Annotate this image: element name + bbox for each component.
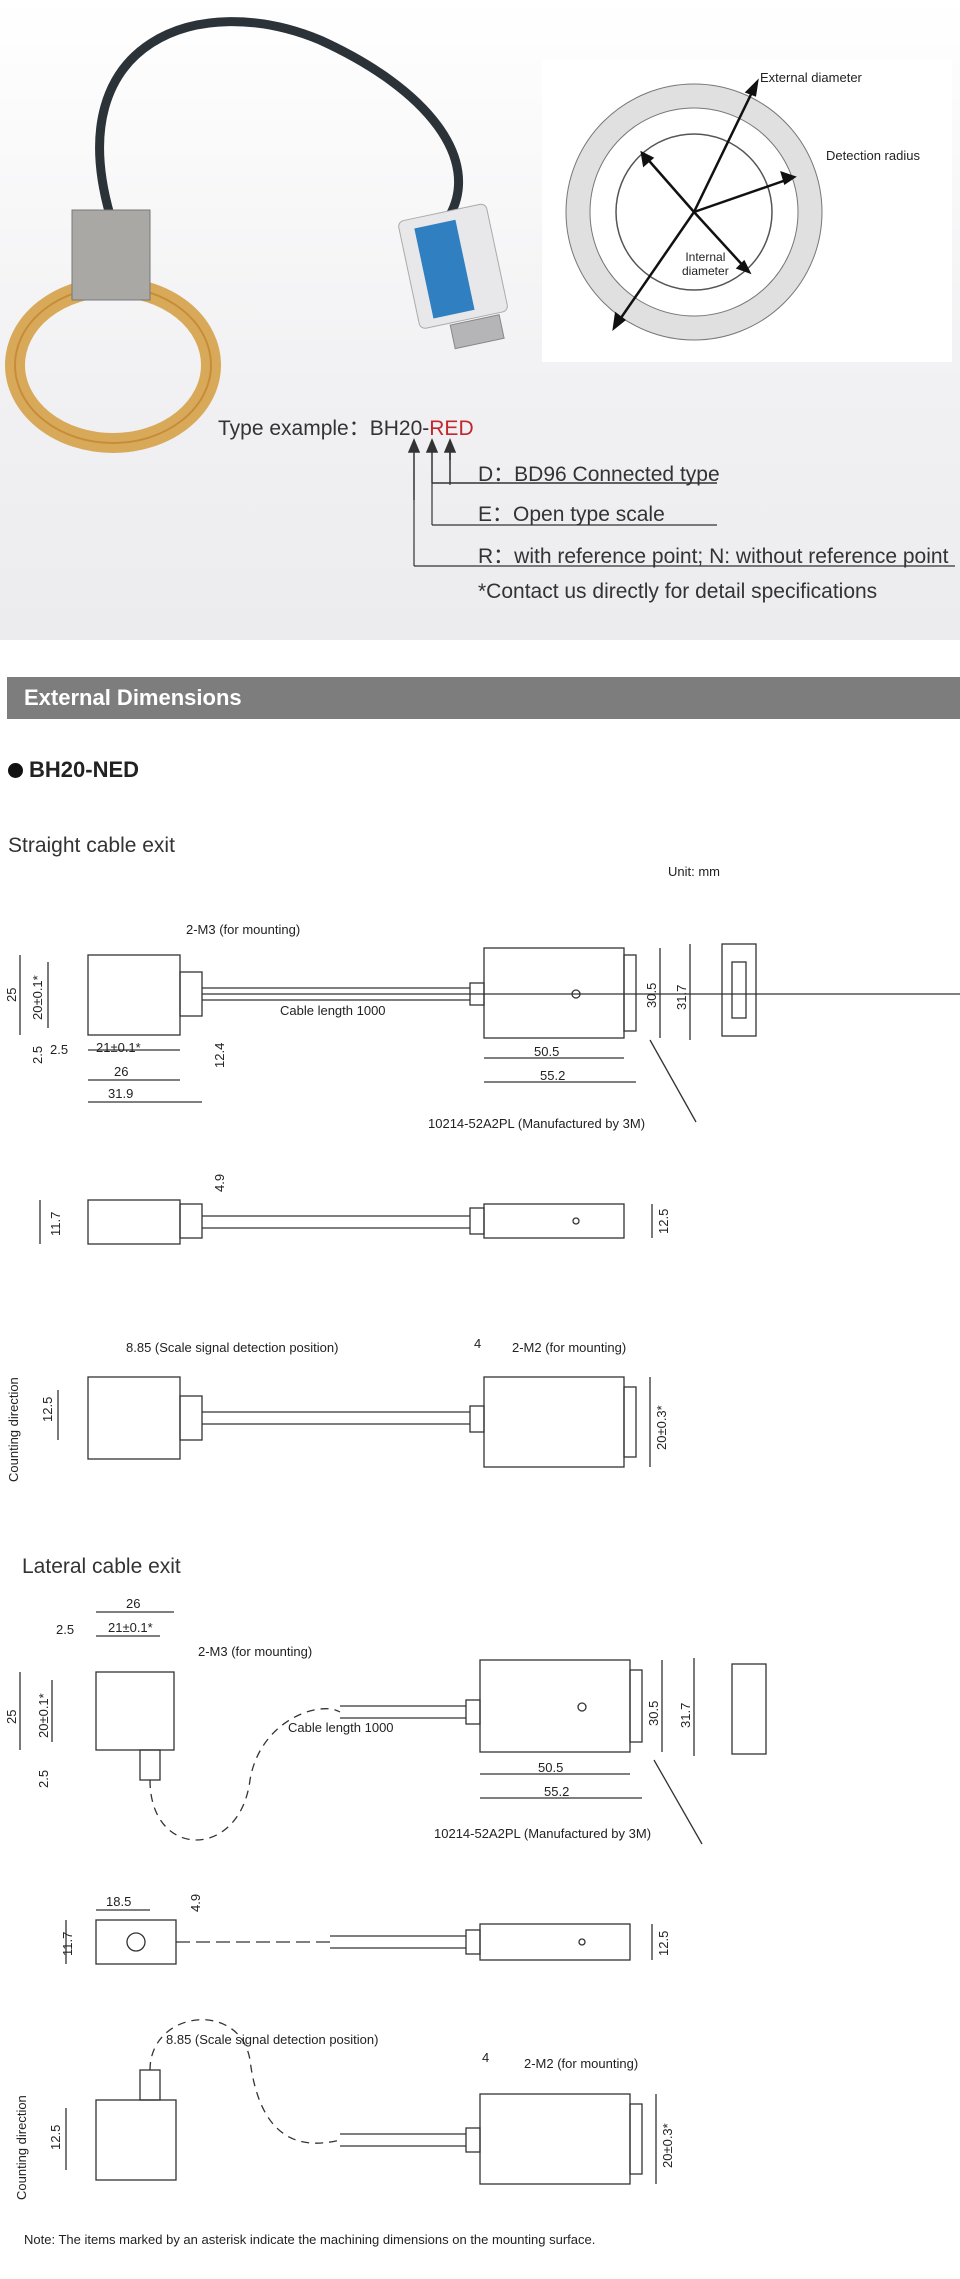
dim-8-85: 8.85 (Scale signal detection position) [126,1340,339,1355]
model-heading: BH20-NED [8,757,139,783]
counting-direction-label: Counting direction [6,1377,21,1482]
lat-dim-26: 26 [126,1596,141,1611]
detection-radius-label: Detection radius [826,148,920,163]
dim-11-7: 11.7 [48,1211,63,1236]
m2-label: 2-M2 (for mounting) [512,1340,627,1355]
lat-dim-20: 20±0.1* [36,1693,51,1738]
lat-dim-8-85: 8.85 (Scale signal detection position) [166,2032,379,2047]
lat-dim-2-5b: 2.5 [36,1769,51,1788]
dim-21: 21±0.1* [96,1040,141,1055]
dim-26: 26 [114,1064,129,1079]
lat-cable-label: Cable length 1000 [288,1720,394,1735]
lat-dim-30-5: 30.5 [646,1700,661,1726]
internal-diameter-label: Internal diameter [682,250,729,278]
dim-55-2: 55.2 [540,1068,566,1083]
hero-section: External diameter Detection radius Inter… [0,0,960,640]
dim-4-9: 4.9 [212,1173,227,1192]
lat-dim-11-7: 11.7 [60,1931,75,1956]
type-option-d: D：BD96 Connected type [478,463,720,486]
dim-25: 25 [4,987,19,1002]
dim-31-7: 31.7 [674,984,689,1010]
straight-m3-label: 2-M3 (for mounting) [186,922,301,937]
connector-label: 10214-52A2PL (Manufactured by 3M) [428,1116,646,1131]
dim-20-3: 20±0.3* [654,1405,669,1450]
lat-dim-18-5: 18.5 [106,1894,132,1909]
type-option-r: R：with reference point; N: without refer… [478,545,949,568]
lateral-title: Lateral cable exit [22,1555,181,1578]
dim-20: 20±0.1* [30,975,45,1020]
dim-2-5b: 2.5 [50,1042,69,1057]
lat-dim-2-5a: 2.5 [56,1622,75,1637]
straight-title: Straight cable exit [8,834,175,857]
dim-12-4: 12.4 [212,1042,227,1068]
lat-dim-20-3: 20±0.3* [660,2123,675,2168]
diameter-diagram: External diameter Detection radius Inter… [542,60,952,362]
lat-connector-label: 10214-52A2PL (Manufactured by 3M) [434,1826,652,1841]
lat-dim-21: 21±0.1* [108,1620,153,1635]
dim-31-9: 31.9 [108,1086,134,1101]
dim-12-5: 12.5 [656,1208,671,1234]
dim-50-5: 50.5 [534,1044,560,1059]
unit-label: Unit: mm [668,864,720,879]
lat-dim-55-2: 55.2 [544,1784,570,1799]
lat-dim-4-9: 4.9 [188,1893,203,1912]
dim-12-5b: 12.5 [40,1396,55,1422]
section-header: External Dimensions [7,677,960,719]
lat-dim-4: 4 [482,2050,490,2065]
type-option-e: E：Open type scale [478,503,665,526]
lat-dim-12-5: 12.5 [656,1930,671,1956]
lat-m2-label: 2-M2 (for mounting) [524,2056,639,2071]
lat-dim-12-5b: 12.5 [48,2124,63,2150]
sensor-head-image [71,209,151,301]
type-example: Type example：BH20-RED [218,417,474,440]
lat-m3-label: 2-M3 (for mounting) [198,1644,313,1659]
straight-cable-label: Cable length 1000 [280,1003,386,1018]
dim-4: 4 [474,1336,482,1351]
connector-box-image [398,203,508,350]
contact-note: *Contact us directly for detail specific… [478,580,878,603]
dim-30-5: 30.5 [644,982,659,1008]
bullet-icon [8,763,23,778]
dim-2-5a: 2.5 [30,1045,45,1064]
product-illustration [5,17,508,453]
lat-counting-direction-label: Counting direction [14,2095,29,2200]
footnote: Note: The items marked by an asterisk in… [24,2232,596,2247]
external-diameter-label: External diameter [760,70,862,85]
lat-dim-50-5: 50.5 [538,1760,564,1775]
cable-image [95,17,464,218]
lat-dim-25: 25 [4,1709,19,1724]
lat-dim-31-7: 31.7 [678,1702,693,1728]
